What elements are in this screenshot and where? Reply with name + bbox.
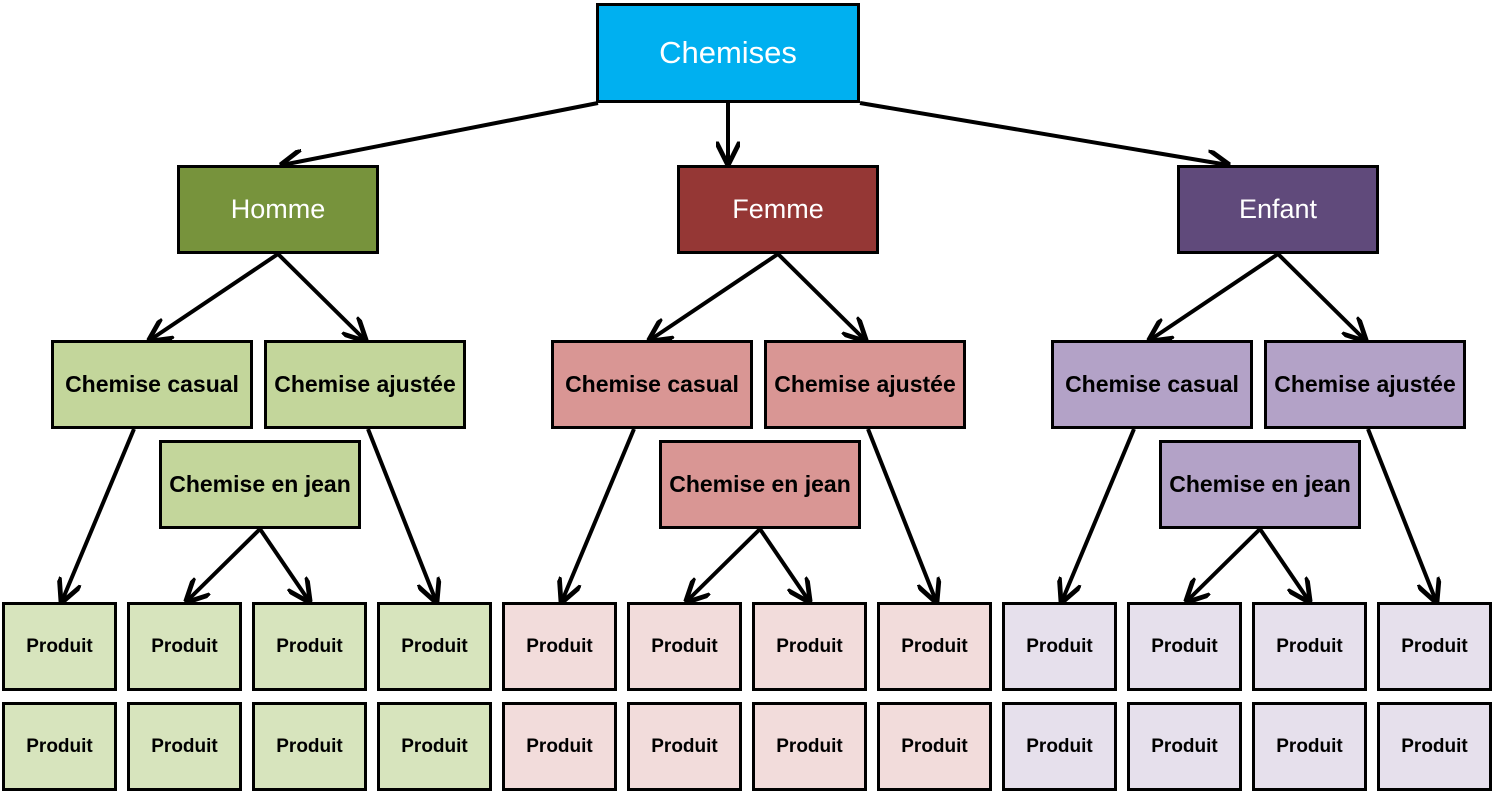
- product-femme-8: Produit: [877, 702, 992, 791]
- product-homme-7: Produit: [252, 702, 367, 791]
- subcategory-femme-jean: Chemise en jean: [659, 440, 861, 529]
- product-homme-6: Produit: [127, 702, 242, 791]
- category-homme: Homme: [177, 165, 379, 254]
- product-femme-5: Produit: [502, 702, 617, 791]
- arrow-femme-jean-to-product-3: [758, 527, 809, 601]
- subcategory-homme-casual: Chemise casual: [51, 340, 253, 429]
- product-enfant-7: Produit: [1252, 702, 1367, 791]
- product-homme-1: Produit: [2, 602, 117, 691]
- product-femme-1: Produit: [502, 602, 617, 691]
- arrow-femme-to-ajustee: [776, 252, 865, 340]
- product-enfant-6: Produit: [1127, 702, 1242, 791]
- arrow-enfant-ajustee-to-product: [1366, 428, 1436, 601]
- category-femme: Femme: [677, 165, 879, 254]
- subcategory-enfant-casual: Chemise casual: [1051, 340, 1253, 429]
- product-enfant-1: Produit: [1002, 602, 1117, 691]
- product-enfant-3: Produit: [1252, 602, 1367, 691]
- product-enfant-5: Produit: [1002, 702, 1117, 791]
- product-homme-4: Produit: [377, 602, 492, 691]
- product-femme-2: Produit: [627, 602, 742, 691]
- subcategory-homme-jean: Chemise en jean: [159, 440, 361, 529]
- arrow-enfant-to-casual: [1150, 252, 1280, 340]
- product-enfant-4: Produit: [1377, 602, 1492, 691]
- subcategory-femme-ajustee: Chemise ajustée: [764, 340, 966, 429]
- product-femme-3: Produit: [752, 602, 867, 691]
- product-enfant-8: Produit: [1377, 702, 1492, 791]
- subcategory-femme-casual: Chemise casual: [551, 340, 753, 429]
- arrow-enfant-to-ajustee: [1276, 252, 1365, 340]
- arrow-homme-casual-to-product: [62, 428, 136, 601]
- arrow-root-to-homme: [282, 101, 599, 165]
- product-homme-3: Produit: [252, 602, 367, 691]
- product-femme-6: Produit: [627, 702, 742, 791]
- subcategory-enfant-jean: Chemise en jean: [1159, 440, 1361, 529]
- root-node: Chemises: [596, 3, 860, 103]
- subcategory-enfant-ajustee: Chemise ajustée: [1264, 340, 1466, 429]
- product-homme-5: Produit: [2, 702, 117, 791]
- subcategory-homme-ajustee: Chemise ajustée: [264, 340, 466, 429]
- arrow-homme-to-ajustee: [276, 252, 365, 340]
- product-femme-4: Produit: [877, 602, 992, 691]
- arrow-femme-to-casual: [650, 252, 780, 340]
- product-homme-2: Produit: [127, 602, 242, 691]
- arrow-enfant-jean-to-product-3: [1258, 527, 1309, 601]
- arrow-homme-jean-to-product-2: [187, 527, 262, 601]
- product-femme-7: Produit: [752, 702, 867, 791]
- arrow-homme-ajustee-to-product: [366, 428, 436, 601]
- arrow-femme-casual-to-product: [562, 428, 636, 601]
- product-homme-8: Produit: [377, 702, 492, 791]
- arrow-root-to-enfant: [859, 101, 1228, 165]
- arrow-femme-jean-to-product-2: [687, 527, 762, 601]
- category-enfant: Enfant: [1177, 165, 1379, 254]
- arrow-homme-jean-to-product-3: [258, 527, 309, 601]
- arrow-enfant-casual-to-product: [1062, 428, 1136, 601]
- arrow-enfant-jean-to-product-2: [1187, 527, 1262, 601]
- arrow-homme-to-casual: [150, 252, 280, 340]
- arrow-femme-ajustee-to-product: [866, 428, 936, 601]
- product-enfant-2: Produit: [1127, 602, 1242, 691]
